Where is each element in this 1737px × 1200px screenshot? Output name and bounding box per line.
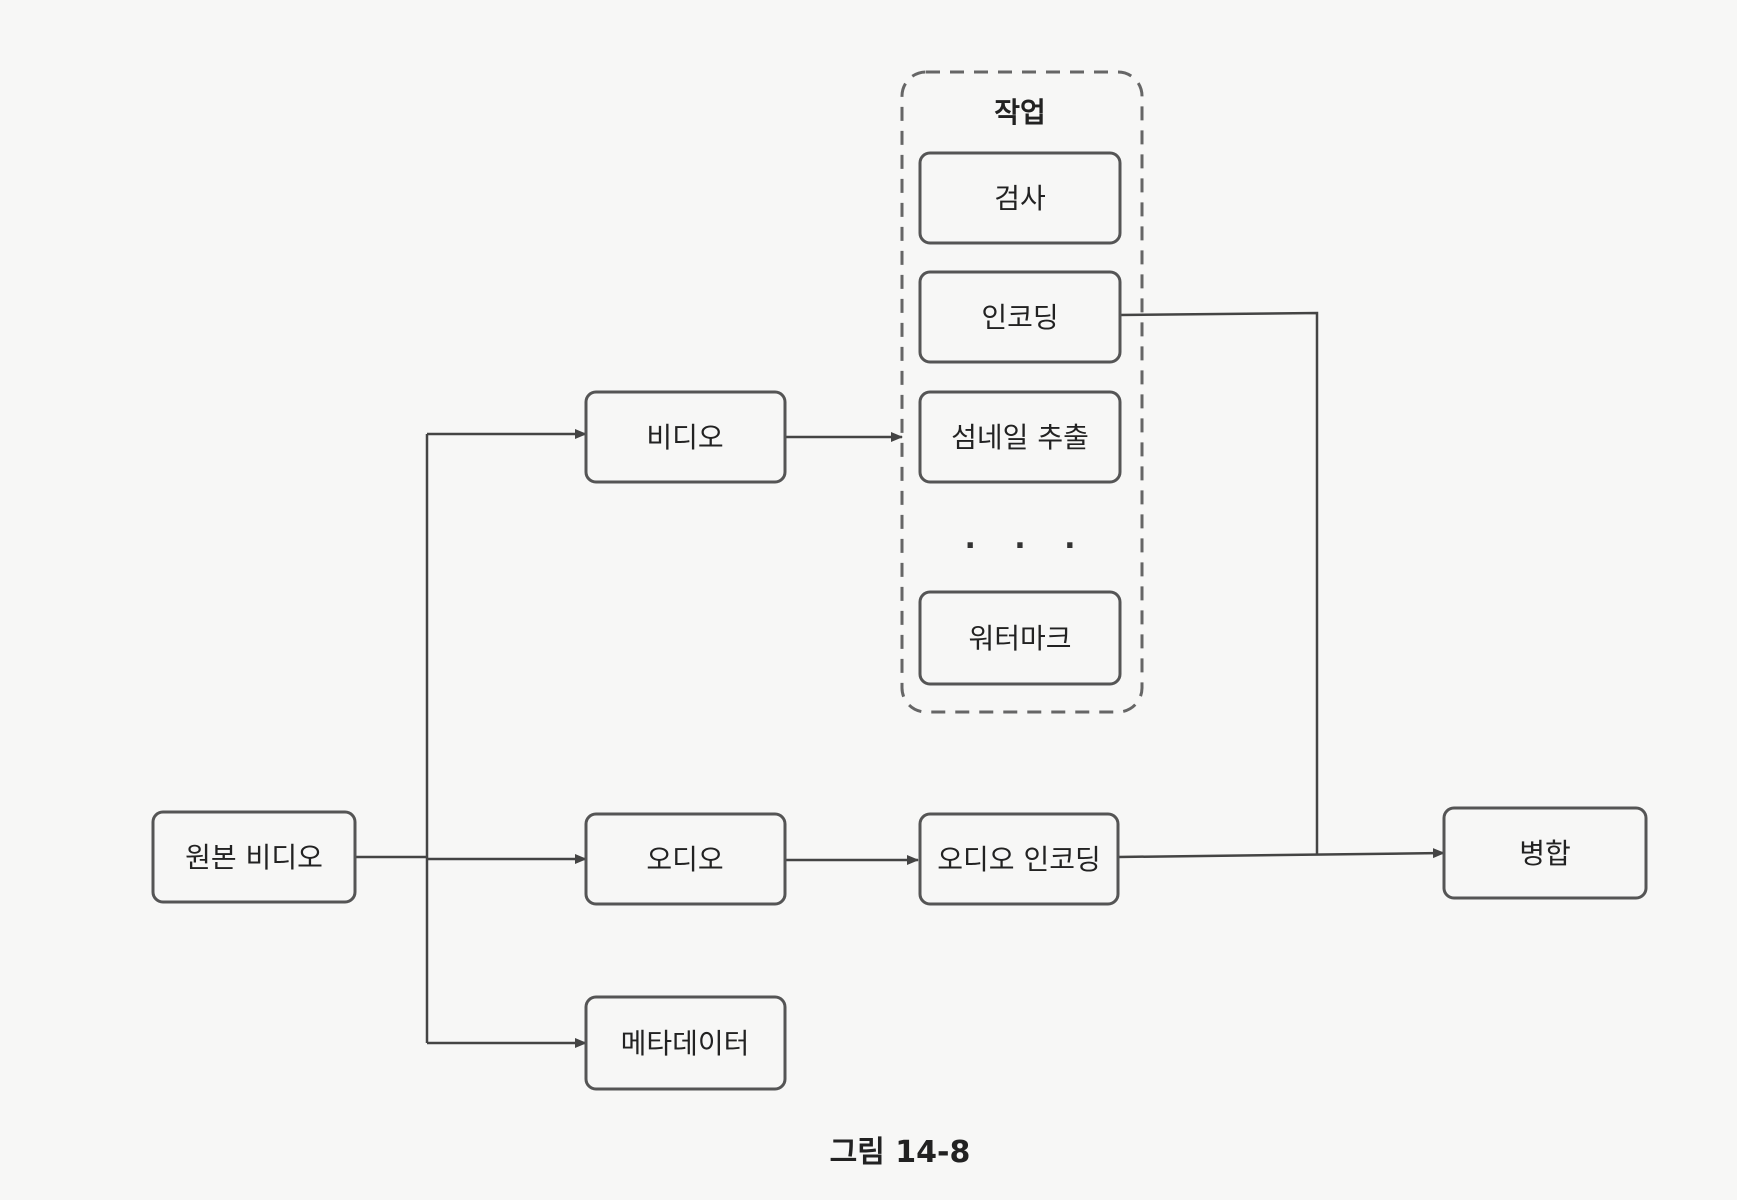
figure-caption: 그림 14-8	[830, 1135, 971, 1170]
node-video[interactable]: 비디오	[584, 390, 787, 484]
node-audio[interactable]: 오디오	[584, 812, 787, 906]
node-source-video[interactable]: 원본 비디오	[151, 810, 357, 904]
node-label-audio: 오디오	[646, 843, 723, 876]
task-label-thumbnail: 섬네일 추출	[951, 421, 1089, 454]
node-label-metadata: 메타데이터	[621, 1027, 750, 1060]
task-label-inspection: 검사	[994, 182, 1046, 215]
task-label-watermark: 워터마크	[968, 622, 1071, 655]
node-merge[interactable]: 병합	[1442, 806, 1648, 900]
node-audio-encoding[interactable]: 오디오 인코딩	[918, 812, 1120, 906]
task-group-title: 작업	[994, 96, 1046, 129]
task-node-thumbnail[interactable]: 섬네일 추출	[918, 390, 1122, 484]
edges	[355, 311, 1445, 1048]
node-label-source-video: 원본 비디오	[185, 841, 323, 874]
task-group: 작업 검사 인코딩 섬네일 추출 . . . 워터마크	[900, 70, 1144, 714]
task-node-inspection[interactable]: 검사	[918, 151, 1122, 245]
task-node-encoding[interactable]: 인코딩	[918, 270, 1122, 364]
node-label-merge: 병합	[1519, 837, 1571, 870]
edge-audio-encoding-to-merge[interactable]	[1117, 848, 1445, 859]
node-label-video: 비디오	[646, 421, 723, 454]
node-label-audio-encoding: 오디오 인코딩	[937, 843, 1100, 876]
task-node-watermark[interactable]: 워터마크	[918, 590, 1122, 686]
node-metadata[interactable]: 메타데이터	[584, 995, 787, 1091]
task-group-border	[900, 70, 1144, 714]
edge-encoding-to-merge[interactable]	[1117, 311, 1319, 854]
task-ellipsis: . . .	[964, 521, 1089, 556]
task-label-encoding: 인코딩	[981, 301, 1058, 334]
